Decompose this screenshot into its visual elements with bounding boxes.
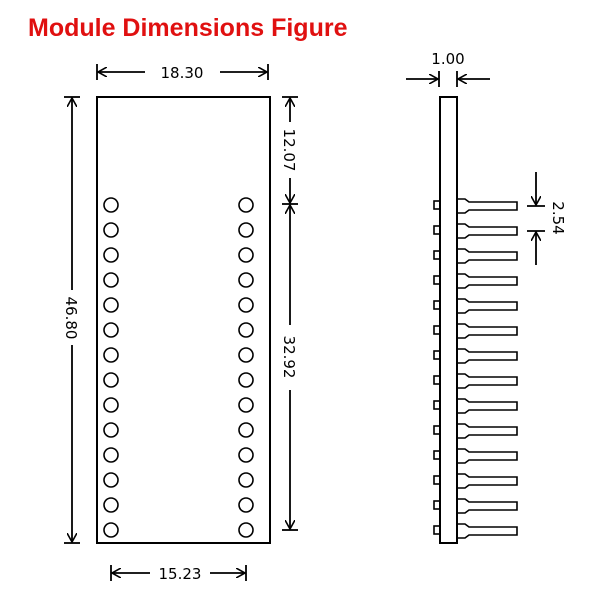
pin-pad [433,375,441,385]
top-offset-label: 12.07 [280,129,298,172]
pin-hole [103,272,119,288]
header-pin [457,248,518,264]
module-board-side-view [439,96,458,544]
header-pin [457,498,518,514]
figure-title: Module Dimensions Figure [28,14,348,42]
pin-hole [238,297,254,313]
width-label: 18.30 [161,64,204,82]
pin-hole [103,347,119,363]
pin-hole [238,372,254,388]
pin-pad [433,450,441,460]
header-pin [457,273,518,289]
pin-holes [103,197,254,538]
pin-hole [103,522,119,538]
header-pin [457,398,518,414]
pin-pad [433,525,441,535]
pin-hole [103,447,119,463]
pin-pitch-label: 2.54 [549,201,567,234]
pin-hole [238,247,254,263]
header-pin [457,523,518,539]
pin-hole [103,197,119,213]
header-pin [457,373,518,389]
pin-hole [103,322,119,338]
pin-hole [103,297,119,313]
pin-pad [433,475,441,485]
pin-hole [238,522,254,538]
thickness-label: 1.00 [431,50,464,68]
pin-pad [433,275,441,285]
header-pin [457,323,518,339]
pin-hole [238,347,254,363]
pin-hole [238,222,254,238]
header-pin [457,223,518,239]
pin-pad [433,325,441,335]
pin-pad [433,350,441,360]
dimension-lines [64,64,545,581]
pin-hole [103,372,119,388]
pin-hole [238,197,254,213]
height-label: 46.80 [62,297,80,340]
module-board-top-view [96,96,271,544]
header-pin [457,473,518,489]
pin-pad [433,200,441,210]
pin-hole [238,397,254,413]
pin-hole [238,422,254,438]
pin-pad [433,425,441,435]
pin-hole [103,222,119,238]
pin-hole [238,447,254,463]
pin-hole [238,472,254,488]
header-pin [457,448,518,464]
header-pin [457,298,518,314]
header-pin [457,423,518,439]
pin-row-length-label: 32.92 [280,336,298,379]
pin-hole [238,272,254,288]
pin-pad [433,400,441,410]
side-pins [433,198,518,539]
header-pin [457,198,518,214]
pin-hole [238,497,254,513]
pin-row-spacing-label: 15.23 [159,565,202,583]
header-pin [457,348,518,364]
pin-hole [238,322,254,338]
pin-hole [103,422,119,438]
pin-hole [103,497,119,513]
pin-pad [433,225,441,235]
pin-hole [103,397,119,413]
pin-hole [103,472,119,488]
pin-hole [103,247,119,263]
pin-pad [433,250,441,260]
pin-pad [433,300,441,310]
pin-pad [433,500,441,510]
